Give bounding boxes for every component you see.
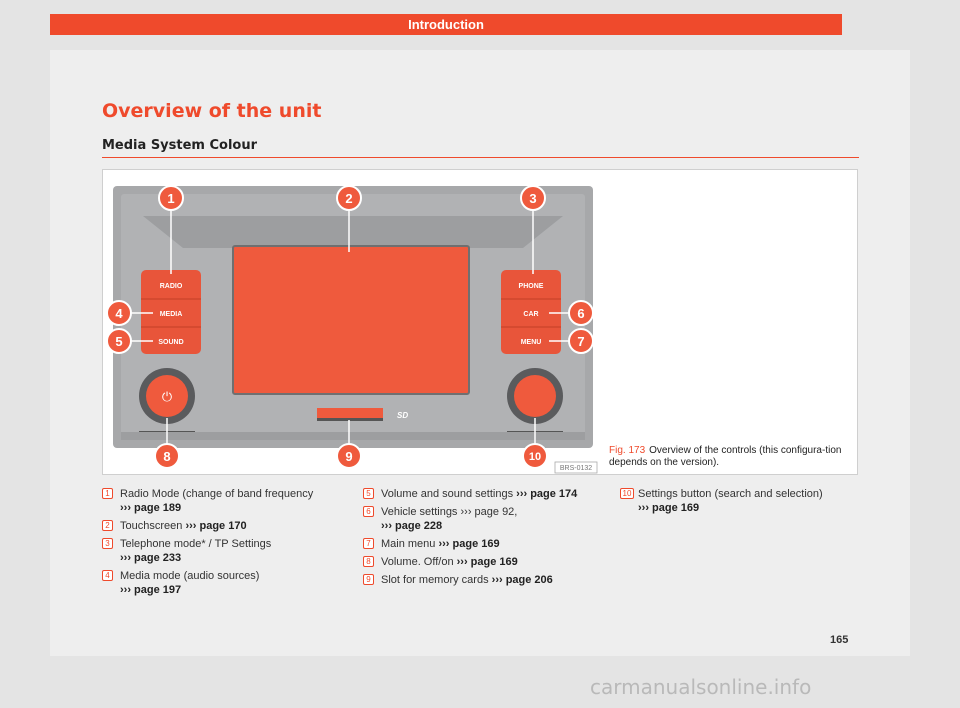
item-text: Telephone mode* / TP Settings [120, 538, 272, 550]
left-button-group [141, 270, 201, 354]
legend-column-1: 1 Radio Mode (change of band frequency ›… [102, 487, 342, 601]
page-link[interactable]: ››› page 233 [120, 552, 182, 564]
svg-text:2: 2 [345, 191, 352, 206]
sd-icon: SD [397, 411, 408, 420]
volume-knob [146, 375, 188, 417]
watermark: carmanualsonline.info [590, 675, 812, 699]
legend-column-2: 5 Volume and sound settings ››› page 174… [363, 487, 603, 591]
sd-card-slot [317, 408, 383, 418]
section-subtitle: Media System Colour [102, 138, 258, 153]
svg-text:10: 10 [529, 451, 541, 463]
page-link[interactable]: ››› page 169 [456, 556, 518, 568]
callout-3: 3 [520, 185, 546, 211]
item-text: Settings button (search and selection) [638, 488, 823, 500]
menu-button-label: MENU [521, 339, 542, 346]
list-item: 5 Volume and sound settings ››› page 174 [363, 487, 603, 501]
media-button-label: MEDIA [160, 311, 183, 318]
sound-button-label: SOUND [158, 339, 183, 346]
list-item: 3 Telephone mode* / TP Settings ››› page… [102, 537, 342, 565]
right-button-group [501, 270, 561, 354]
item-text: Volume and sound settings [381, 488, 514, 500]
svg-text:5: 5 [115, 334, 122, 349]
page-title: Overview of the unit [102, 100, 322, 122]
svg-text:8: 8 [163, 449, 170, 464]
touchscreen [232, 245, 470, 395]
car-button-label: CAR [523, 311, 538, 318]
svg-text:1: 1 [167, 191, 174, 206]
page-link[interactable]: ››› page 197 [120, 584, 182, 596]
unit-top-recess [143, 216, 563, 248]
list-item: 10 Settings button (search and selection… [620, 487, 855, 515]
svg-text:7: 7 [577, 334, 584, 349]
radio-button-label: RADIO [160, 283, 183, 290]
item-number: 6 [363, 506, 374, 517]
page-number: 165 [830, 634, 849, 646]
list-item: 2 Touchscreen ››› page 170 [102, 519, 342, 533]
figure-number: Fig. 173 [609, 445, 646, 456]
phone-button-label: PHONE [519, 283, 544, 290]
callout-8: 8 [154, 443, 180, 469]
callout-2: 2 [336, 185, 362, 211]
legend-column-3: 10 Settings button (search and selection… [620, 487, 855, 519]
item-text: Main menu [381, 538, 436, 550]
callout-4: 4 [106, 300, 132, 326]
list-item: 9 Slot for memory cards ››› page 206 [363, 573, 603, 587]
callout-9: 9 [336, 443, 362, 469]
item-number: 4 [102, 570, 113, 581]
figure-code: BRS-0132 [560, 465, 592, 472]
page-link[interactable]: ››› page 228 [381, 520, 443, 532]
item-text: Touchscreen [120, 520, 183, 532]
callout-7: 7 [568, 328, 594, 354]
page-link[interactable]: ››› page 206 [491, 574, 553, 586]
list-item: 6 Vehicle settings ››› page 92, ››› page… [363, 505, 603, 533]
item-number: 1 [102, 488, 113, 499]
callout-10: 10 [522, 443, 548, 469]
subtitle-divider [102, 157, 859, 158]
item-text: Volume. Off/on [381, 556, 454, 568]
item-text: Slot for memory cards [381, 574, 489, 586]
figure-caption-text: Overview of the controls (this configura… [609, 445, 842, 468]
item-number: 8 [363, 556, 374, 567]
settings-knob [514, 375, 556, 417]
list-item: 7 Main menu ››› page 169 [363, 537, 603, 551]
power-icon: ⏻ [162, 389, 172, 404]
page-link[interactable]: ››› page 174 [516, 488, 578, 500]
callout-6: 6 [568, 300, 594, 326]
page-link[interactable]: ››› page 189 [120, 502, 182, 514]
list-item: 8 Volume. Off/on ››› page 169 [363, 555, 603, 569]
item-number: 2 [102, 520, 113, 531]
svg-text:4: 4 [115, 306, 123, 321]
section-header: Introduction [50, 14, 842, 35]
page-link[interactable]: ››› page 170 [185, 520, 247, 532]
item-text: Vehicle settings ››› page 92, [381, 506, 518, 518]
page-link[interactable]: ››› page 169 [638, 502, 700, 514]
item-text: Radio Mode (change of band frequency [120, 488, 314, 500]
item-number: 7 [363, 538, 374, 549]
item-number: 9 [363, 574, 374, 585]
svg-text:3: 3 [529, 191, 536, 206]
unit-illustration: RADIO MEDIA SOUND PHONE CAR MENU ⏻ SD [103, 170, 600, 474]
callout-5: 5 [106, 328, 132, 354]
list-item: 4 Media mode (audio sources) ››› page 19… [102, 569, 342, 597]
item-number: 10 [620, 488, 634, 499]
svg-text:9: 9 [345, 449, 352, 464]
page-link[interactable]: ››› page 169 [438, 538, 500, 550]
callout-1: 1 [158, 185, 184, 211]
unit-diagram: RADIO MEDIA SOUND PHONE CAR MENU ⏻ SD [106, 185, 598, 474]
list-item: 1 Radio Mode (change of band frequency ›… [102, 487, 342, 515]
item-number: 5 [363, 488, 374, 499]
item-text: Media mode (audio sources) [120, 570, 260, 582]
svg-text:6: 6 [577, 306, 584, 321]
item-number: 3 [102, 538, 113, 549]
